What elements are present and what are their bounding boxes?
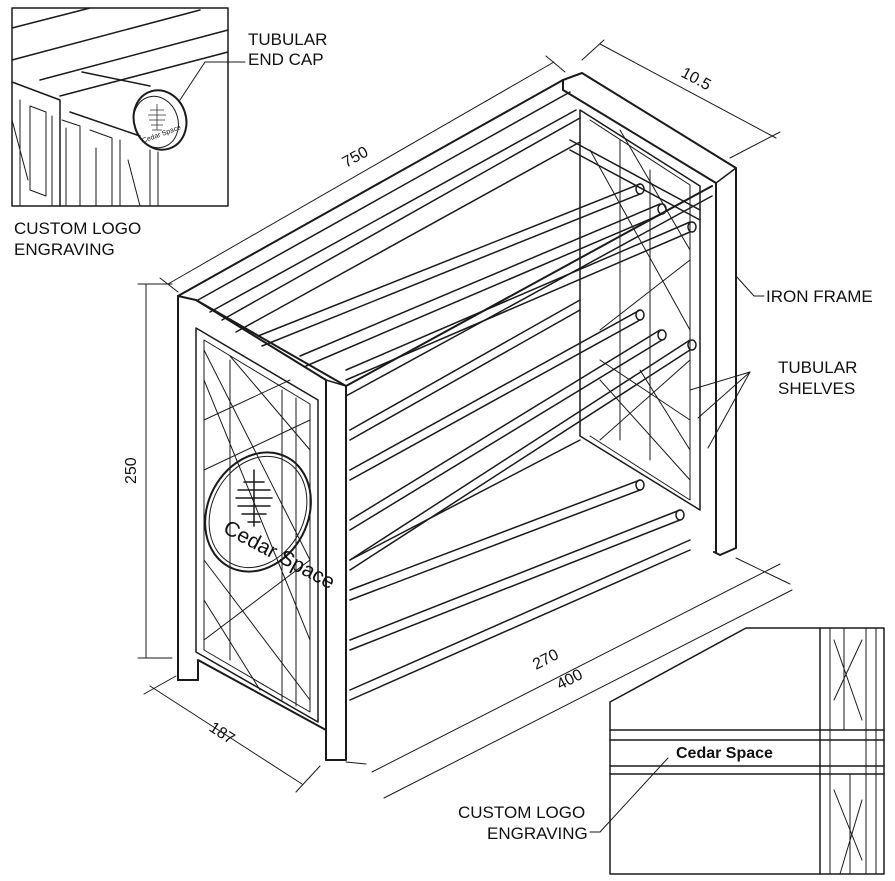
- dim-width: 187: [206, 719, 238, 748]
- tubular-shelves-label-2: SHELVES: [778, 379, 855, 398]
- end-cap-detail-inset: Cedar Space: [11, 7, 246, 207]
- tubular-end-cap-label-1: TUBULAR: [248, 30, 327, 49]
- custom-logo-bottom-label-2: ENGRAVING: [487, 824, 588, 843]
- rail-logo-text: Cedar Space: [676, 745, 773, 762]
- custom-logo-top-label-1: CUSTOM LOGO: [14, 219, 141, 238]
- logo-engraving-detail-inset: [589, 627, 885, 875]
- shelf-main-view: Cedar Space: [177, 72, 737, 761]
- tubular-shelves-label-1: TUBULAR: [778, 358, 857, 377]
- dim-overall-length: 400: [554, 666, 586, 693]
- panel-logo-text: Cedar Space: [220, 516, 339, 594]
- dim-depth-top: 10.5: [678, 65, 714, 95]
- dim-height: 250: [123, 457, 140, 484]
- tubular-end-cap-label-2: END CAP: [248, 50, 324, 69]
- iron-frame-label: IRON FRAME: [766, 287, 873, 306]
- dimension-lines: [137, 39, 793, 799]
- custom-logo-bottom-label-1: CUSTOM LOGO: [458, 803, 585, 822]
- dim-inner-length: 270: [530, 646, 562, 673]
- dim-length: 750: [340, 144, 372, 172]
- callout-leaders: [689, 275, 765, 449]
- custom-logo-top-label-2: ENGRAVING: [14, 240, 115, 259]
